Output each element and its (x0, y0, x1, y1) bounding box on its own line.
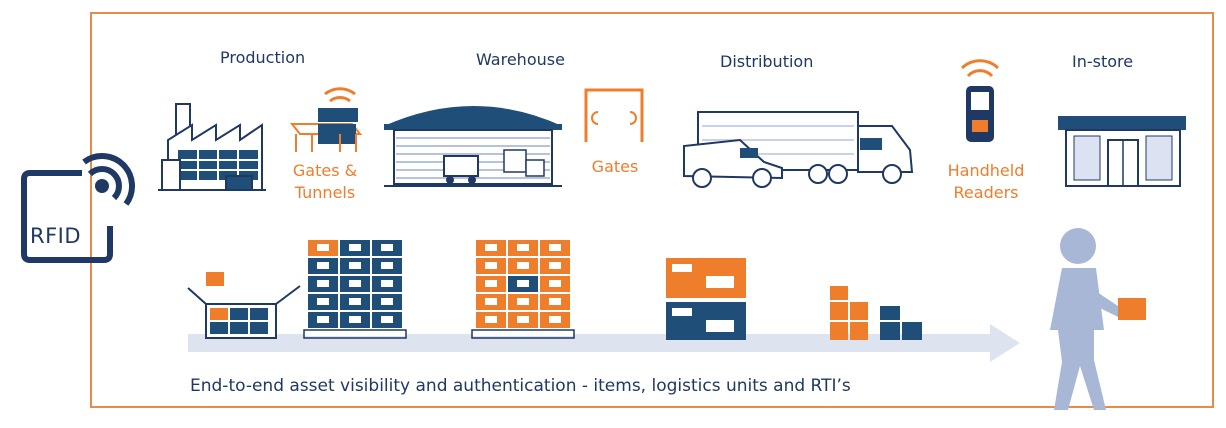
warehouse-icon (384, 106, 562, 187)
carton-label (485, 262, 497, 269)
carton-label (381, 262, 393, 269)
carton-label (517, 298, 529, 305)
reader-label-handheld: Handheld Readers (944, 160, 1028, 204)
pallet-base-outline (303, 329, 407, 339)
carton-label (549, 280, 561, 287)
carton-pair-icon (666, 258, 746, 340)
flow-arrow (188, 324, 1020, 362)
carton-label (381, 316, 393, 323)
carton-label (549, 262, 561, 269)
carton-label (485, 280, 497, 287)
carton-label (317, 316, 329, 323)
carton-label (485, 298, 497, 305)
carton-label (317, 262, 329, 269)
pallet-base (472, 330, 574, 336)
rfid-badge-label: RFID (30, 224, 82, 248)
diagram-frame (90, 12, 1214, 408)
truck-icon (697, 111, 914, 184)
carton-label (349, 316, 361, 323)
carton-label (549, 316, 561, 323)
van-icon (683, 138, 783, 188)
small-boxes-icon (830, 286, 922, 340)
tunnel-reader-icon (289, 87, 363, 152)
carton-label (381, 298, 393, 305)
carton-label (349, 262, 361, 269)
shopper-icon (1050, 228, 1146, 410)
carton-label (317, 298, 329, 305)
store-icon (1058, 116, 1186, 187)
carton-label (485, 316, 497, 323)
carton-label (349, 298, 361, 305)
carton-label (549, 244, 561, 251)
carton-label (517, 244, 529, 251)
pallet-orange-cartons-icon (471, 240, 575, 339)
carton-label (317, 244, 329, 251)
carton-label (317, 280, 329, 287)
carton-label (549, 298, 561, 305)
carton-label (381, 244, 393, 251)
stage-label-warehouse: Warehouse (476, 50, 565, 69)
carton-label (349, 244, 361, 251)
carton-label (485, 244, 497, 251)
stage-label-instore: In-store (1072, 52, 1134, 71)
stage-label-production: Production (220, 48, 306, 67)
pallet-base-outline (471, 329, 575, 339)
pallet-navy-cartons-icon (303, 240, 407, 339)
open-box-icon (187, 272, 301, 339)
carton-label (517, 262, 529, 269)
reader-label-handheld-line2: Readers (953, 183, 1019, 202)
handheld-reader-icon (960, 59, 1000, 142)
reader-label-gates-tunnels-line1: Gates & (292, 161, 358, 180)
carton-label (517, 280, 529, 287)
reader-label-gates: Gates (591, 157, 639, 176)
carton-label (349, 280, 361, 287)
rfid-badge-icon (21, 153, 135, 263)
reader-label-gates-tunnels: Gates & Tunnels (290, 160, 360, 204)
reader-label-handheld-line1: Handheld (947, 161, 1025, 180)
diagram-caption: End-to-end asset visibility and authenti… (190, 376, 851, 396)
carton-label (517, 316, 529, 323)
gate-reader-icon (584, 88, 644, 142)
stage-label-distribution: Distribution (720, 52, 814, 71)
reader-label-gates-tunnels-line2: Tunnels (294, 183, 356, 202)
pallet-base (304, 330, 406, 336)
factory-icon (158, 103, 266, 191)
carton-label (381, 280, 393, 287)
